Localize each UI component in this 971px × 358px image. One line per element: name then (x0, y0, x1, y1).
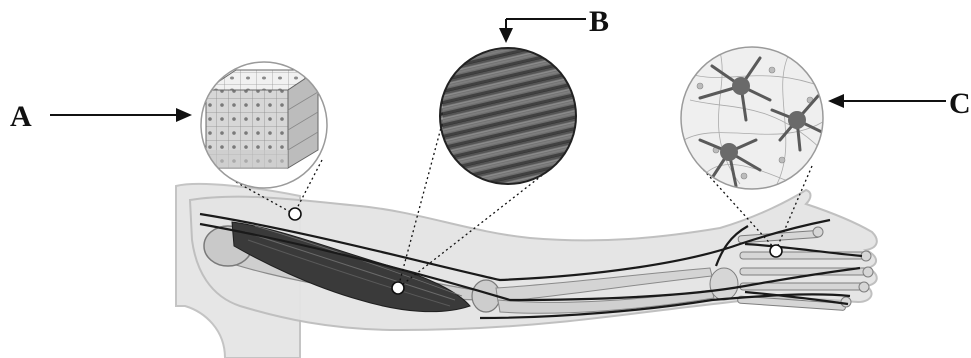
label-b: B (589, 5, 609, 38)
label-a: A (10, 100, 32, 133)
magnifier-muscle (440, 48, 579, 186)
arm-illustration (176, 184, 877, 358)
magnifier-epithelial (201, 62, 327, 188)
arrow-b (499, 19, 586, 43)
magnifier-nervous (680, 47, 830, 189)
marker-nerve (770, 245, 782, 257)
label-c: C (949, 87, 971, 120)
marker-skin (289, 208, 301, 220)
arrow-a (50, 108, 192, 122)
marker-muscle (392, 282, 404, 294)
arrow-c (828, 94, 946, 108)
